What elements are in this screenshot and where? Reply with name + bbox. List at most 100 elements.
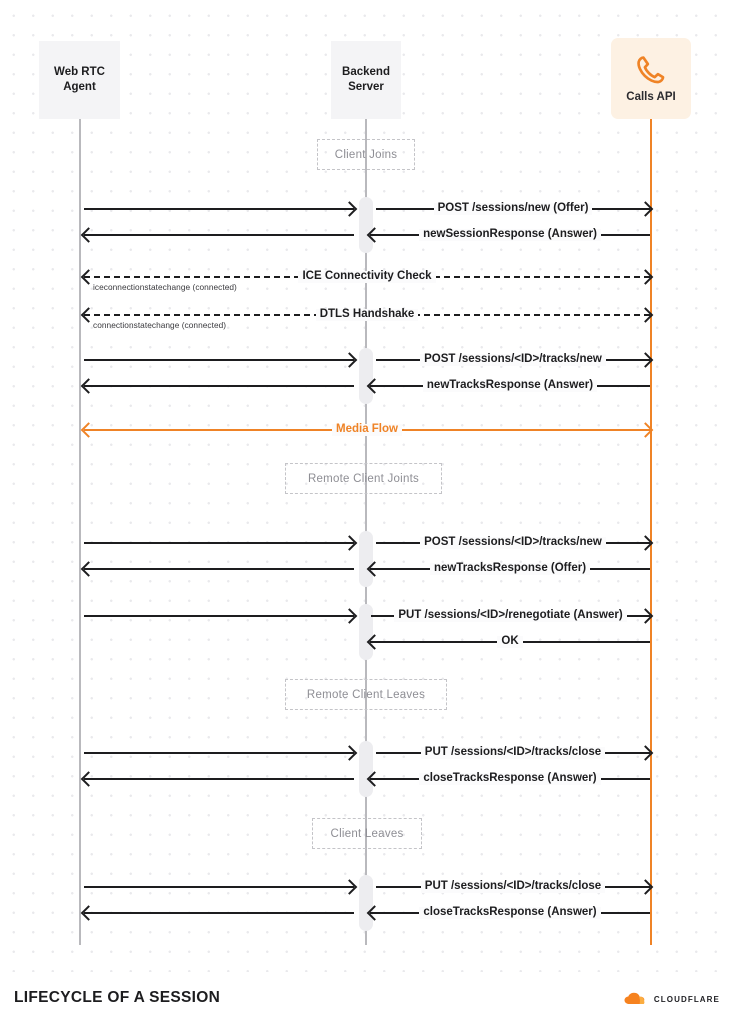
message-label: OK [497, 636, 523, 648]
message-m9 [80, 378, 354, 394]
message-label: POST /sessions/<ID>/tracks/new [420, 537, 606, 549]
message-m3 [80, 227, 354, 243]
message-label: newSessionResponse (Answer) [419, 229, 601, 241]
phone-icon [634, 53, 668, 87]
message-sublabel: connectionstatechange (connected) [93, 320, 227, 330]
activation-bar [359, 197, 373, 253]
message-line [84, 778, 354, 780]
message-label: closeTracksResponse (Answer) [419, 773, 601, 785]
message-media-flow: Media Flow [80, 422, 654, 438]
arrowhead-left [80, 422, 97, 438]
arrowhead-left [80, 227, 97, 243]
message-m4: newSessionResponse (Answer) [366, 227, 650, 243]
arrowhead-left [366, 227, 383, 243]
arrowhead-left [366, 771, 383, 787]
message-m12 [84, 535, 358, 551]
message-label: PUT /sessions/<ID>/renegotiate (Answer) [394, 610, 627, 622]
footer-title: LIFECYCLE OF A SESSION [14, 989, 221, 1006]
fragment-remote-client-joins: Remote Client Joints [285, 463, 442, 494]
arrowhead-left [80, 771, 97, 787]
cloudflare-logo: CLOUDFLARE [623, 992, 720, 1006]
arrowhead-left [80, 561, 97, 577]
message-m7 [84, 352, 358, 368]
message-m1 [84, 201, 358, 217]
lifeline-webrtc-agent [79, 119, 81, 945]
actor-label: Backend Server [342, 66, 390, 93]
message-line [84, 359, 354, 361]
fragment-label: Remote Client Leaves [306, 688, 426, 701]
message-m24: PUT /sessions/<ID>/tracks/close [376, 879, 654, 895]
message-m25 [80, 905, 354, 921]
message-m19 [84, 745, 358, 761]
arrowhead-left [80, 378, 97, 394]
fragment-label: Remote Client Joints [307, 472, 420, 485]
message-m18: OK [366, 634, 650, 650]
message-m6: DTLS Handshake [80, 307, 654, 323]
message-label: newTracksResponse (Answer) [422, 380, 598, 392]
message-label: Media Flow [332, 424, 402, 436]
message-line [84, 912, 354, 914]
activation-bar [359, 348, 373, 404]
message-m15: newTracksResponse (Offer) [366, 561, 650, 577]
message-sublabel: iceconnectionstatechange (connected) [93, 282, 237, 292]
message-line [84, 542, 354, 544]
message-line [84, 615, 354, 617]
message-line [84, 208, 354, 210]
message-m13: POST /sessions/<ID>/tracks/new [376, 535, 654, 551]
actor-label: Calls API [626, 90, 676, 103]
arrowhead-left [366, 561, 383, 577]
message-m20: PUT /sessions/<ID>/tracks/close [376, 745, 654, 761]
fragment-remote-client-leaves: Remote Client Leaves [285, 679, 447, 710]
fragment-client-leaves: Client Leaves [312, 818, 422, 849]
message-label: PUT /sessions/<ID>/tracks/close [420, 747, 606, 759]
message-label: closeTracksResponse (Answer) [419, 907, 601, 919]
arrowhead-left [366, 905, 383, 921]
message-m16 [84, 608, 358, 624]
message-m8: POST /sessions/<ID>/tracks/new [376, 352, 654, 368]
actor-backend-server: Backend Server [331, 41, 401, 119]
message-m10: newTracksResponse (Answer) [366, 378, 650, 394]
message-label: PUT /sessions/<ID>/tracks/close [420, 881, 606, 893]
message-line [84, 752, 354, 754]
actor-label: Web RTC Agent [54, 66, 105, 93]
arrowhead-left [80, 905, 97, 921]
message-m22: closeTracksResponse (Answer) [366, 771, 650, 787]
message-label: POST /sessions/new (Offer) [433, 203, 593, 215]
footer-band [0, 972, 732, 1019]
arrowhead-right [341, 352, 358, 368]
message-m21 [80, 771, 354, 787]
message-label: POST /sessions/<ID>/tracks/new [420, 354, 606, 366]
message-m23 [84, 879, 358, 895]
message-label: ICE Connectivity Check [298, 271, 436, 283]
arrowhead-left [366, 634, 383, 650]
actor-webrtc-agent: Web RTC Agent [39, 41, 120, 119]
message-line [84, 385, 354, 387]
arrowhead-right [341, 879, 358, 895]
lifeline-calls-api [650, 119, 653, 945]
message-label: DTLS Handshake [315, 309, 419, 321]
fragment-label: Client Joins [334, 148, 398, 161]
message-line [84, 886, 354, 888]
arrowhead-left [366, 378, 383, 394]
message-label: newTracksResponse (Offer) [429, 563, 591, 575]
fragment-label: Client Leaves [330, 827, 404, 840]
message-line [84, 568, 354, 570]
fragment-client-joins: Client Joins [317, 139, 415, 170]
activation-bar [359, 741, 373, 797]
message-m5: ICE Connectivity Check [80, 269, 654, 285]
message-m17: PUT /sessions/<ID>/renegotiate (Answer) [371, 608, 654, 624]
arrowhead-right [341, 535, 358, 551]
arrowhead-right [341, 608, 358, 624]
activation-bar [359, 531, 373, 587]
cloud-icon [623, 992, 649, 1006]
message-m2: POST /sessions/new (Offer) [376, 201, 654, 217]
activation-bar [359, 875, 373, 931]
message-m14 [80, 561, 354, 577]
message-line [84, 234, 354, 236]
arrowhead-right [341, 745, 358, 761]
actor-calls-api: Calls API [611, 38, 691, 119]
activation-bar [359, 604, 373, 660]
arrowhead-right [341, 201, 358, 217]
cloudflare-wordmark: CLOUDFLARE [653, 994, 720, 1004]
